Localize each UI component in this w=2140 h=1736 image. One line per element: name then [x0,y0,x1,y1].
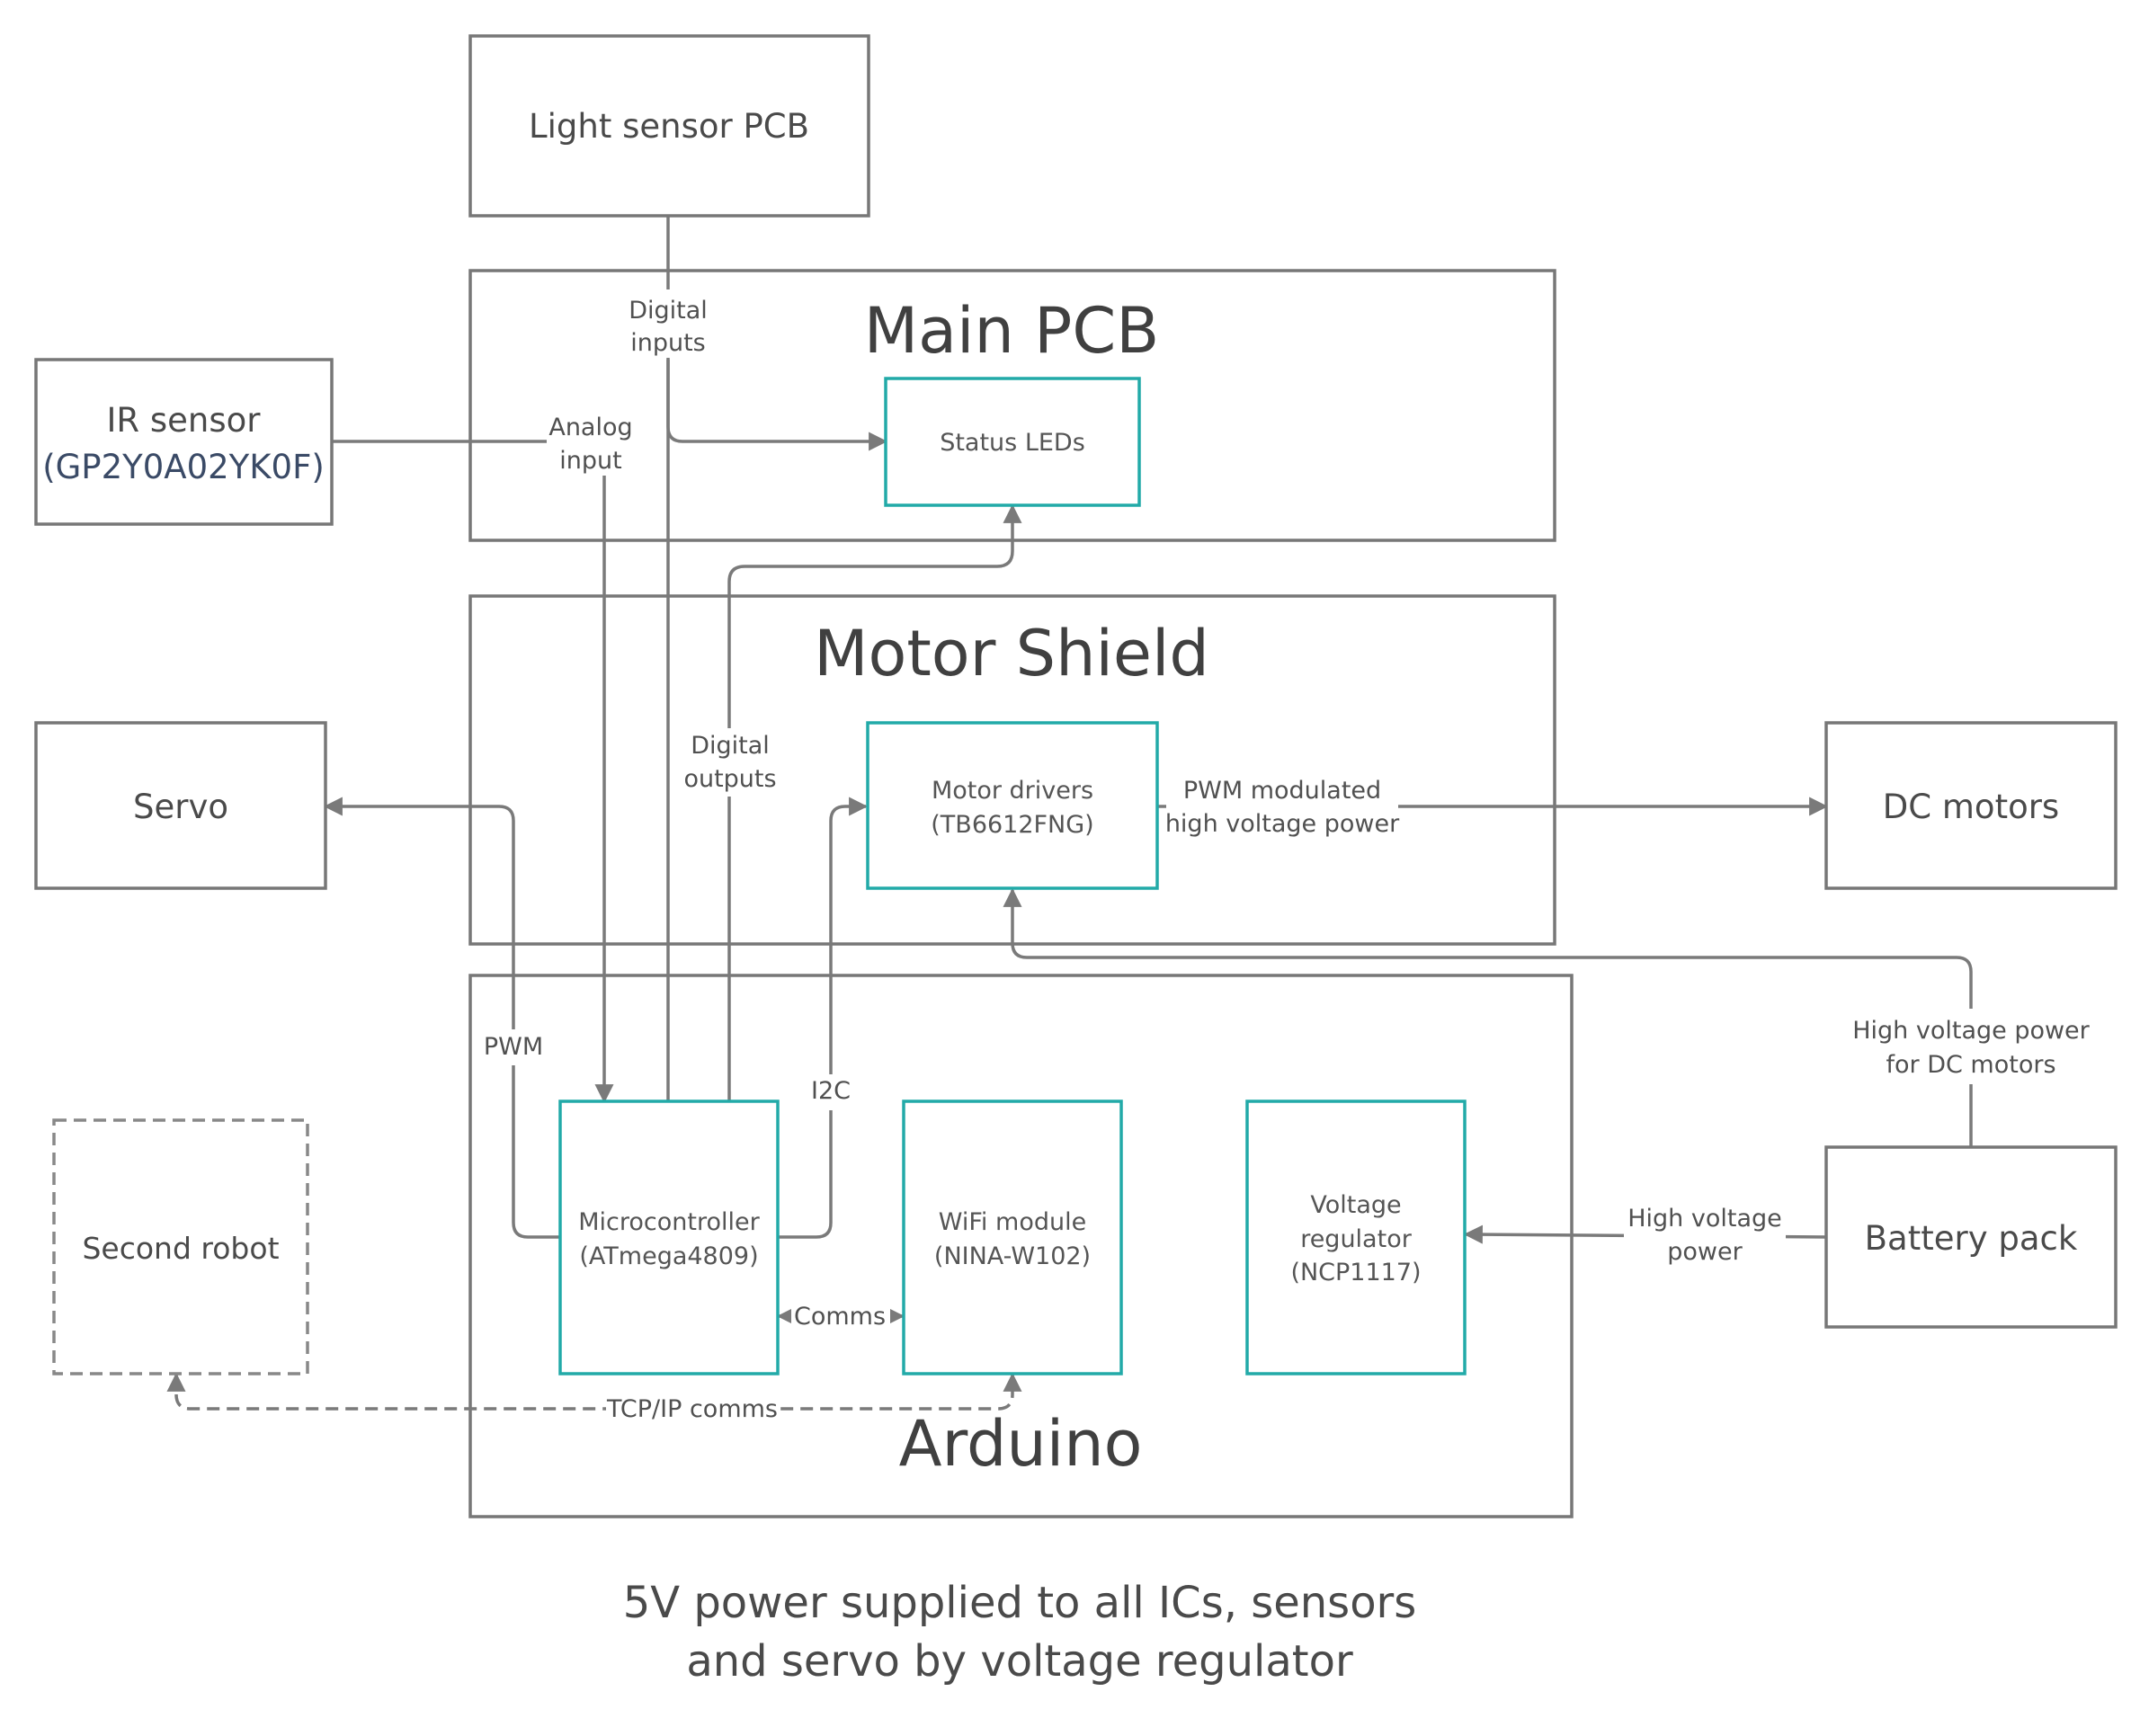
status-leds-box [884,377,1141,507]
motor-drivers-part: (TB6612FNG) [931,811,1093,839]
analog-input-label-1: Analog [548,414,632,441]
digital-outputs-label-1: Digital [691,732,770,760]
motor-shield-title: Motor Shield [814,617,1209,690]
dc-motors-label: DC motors [1883,788,2059,826]
digital-inputs-label-1: Digital [629,297,708,325]
mcu-to-servo-wire [323,797,560,1239]
arduino-title: Arduino [899,1407,1143,1481]
dc-motors-box [1824,721,2118,890]
digital-inputs-label-2: inputs [630,329,706,357]
pwm-hv-label-2: high voltage power [1165,810,1400,838]
digital-outputs-label-2: outputs [683,765,776,793]
light-sensor-box [468,34,870,218]
hv-label-1: High voltage [1627,1205,1782,1233]
motor-drivers-label: Motor drivers [932,777,1093,805]
battery-pack-box [1824,1145,2118,1329]
mcu-to-leds-wire [727,503,1022,1101]
servo-label: Servo [133,788,228,826]
ir-sensor-box [34,358,334,526]
microcontroller-box [558,1099,780,1375]
light-sensor-label: Light sensor PCB [529,107,809,146]
microcontroller-part: (ATmega4809) [579,1242,758,1270]
servo-box [34,721,327,890]
wifi-module-label: WiFi module [939,1208,1086,1236]
battery-pack-label: Battery pack [1865,1219,2078,1258]
voltage-regulator-label-1: Voltage [1310,1191,1401,1219]
tcpip-comms-label: TCP/IP comms [606,1395,778,1423]
footer-line-2: and servo by voltage regulator [686,1636,1353,1687]
voltage-regulator-label-2: regulator [1300,1225,1413,1253]
footer-line-1: 5V power supplied to all ICs, sensors [623,1578,1417,1628]
motor-drivers-box [866,721,1159,890]
hv-label-2: power [1667,1238,1743,1266]
battery-to-drivers-wire [1003,887,1973,1146]
status-leds-label: Status LEDs [940,429,1085,457]
tcpip-comms-wire [166,1372,1022,1411]
arduino-group [468,974,1574,1518]
voltage-regulator-part: (NCP1117) [1290,1259,1421,1286]
hv-dc-label-1: High voltage power [1852,1017,2090,1045]
hv-dc-label-2: for DC motors [1886,1051,2055,1079]
ir-sensor-label: IR sensor [107,401,262,440]
comms-label: Comms [794,1303,886,1331]
microcontroller-label: Microcontroller [578,1208,760,1236]
wifi-module-part: (NINA-W102) [934,1242,1091,1270]
second-robot-box [52,1118,309,1375]
i2c-label: I2C [811,1077,851,1105]
pwm-label: PWM [484,1033,543,1061]
second-robot-label: Second robot [82,1231,279,1266]
wifi-module-box [902,1099,1123,1375]
mcu-to-drivers-wire [778,797,869,1239]
voltage-regulator-box [1245,1099,1467,1375]
main-pcb-title: Main PCB [864,294,1159,368]
pwm-hv-label-1: PWM modulated [1183,777,1381,805]
ir-sensor-part: (GP2Y0A02YK0F) [42,448,325,486]
analog-input-label-2: input [559,447,621,475]
